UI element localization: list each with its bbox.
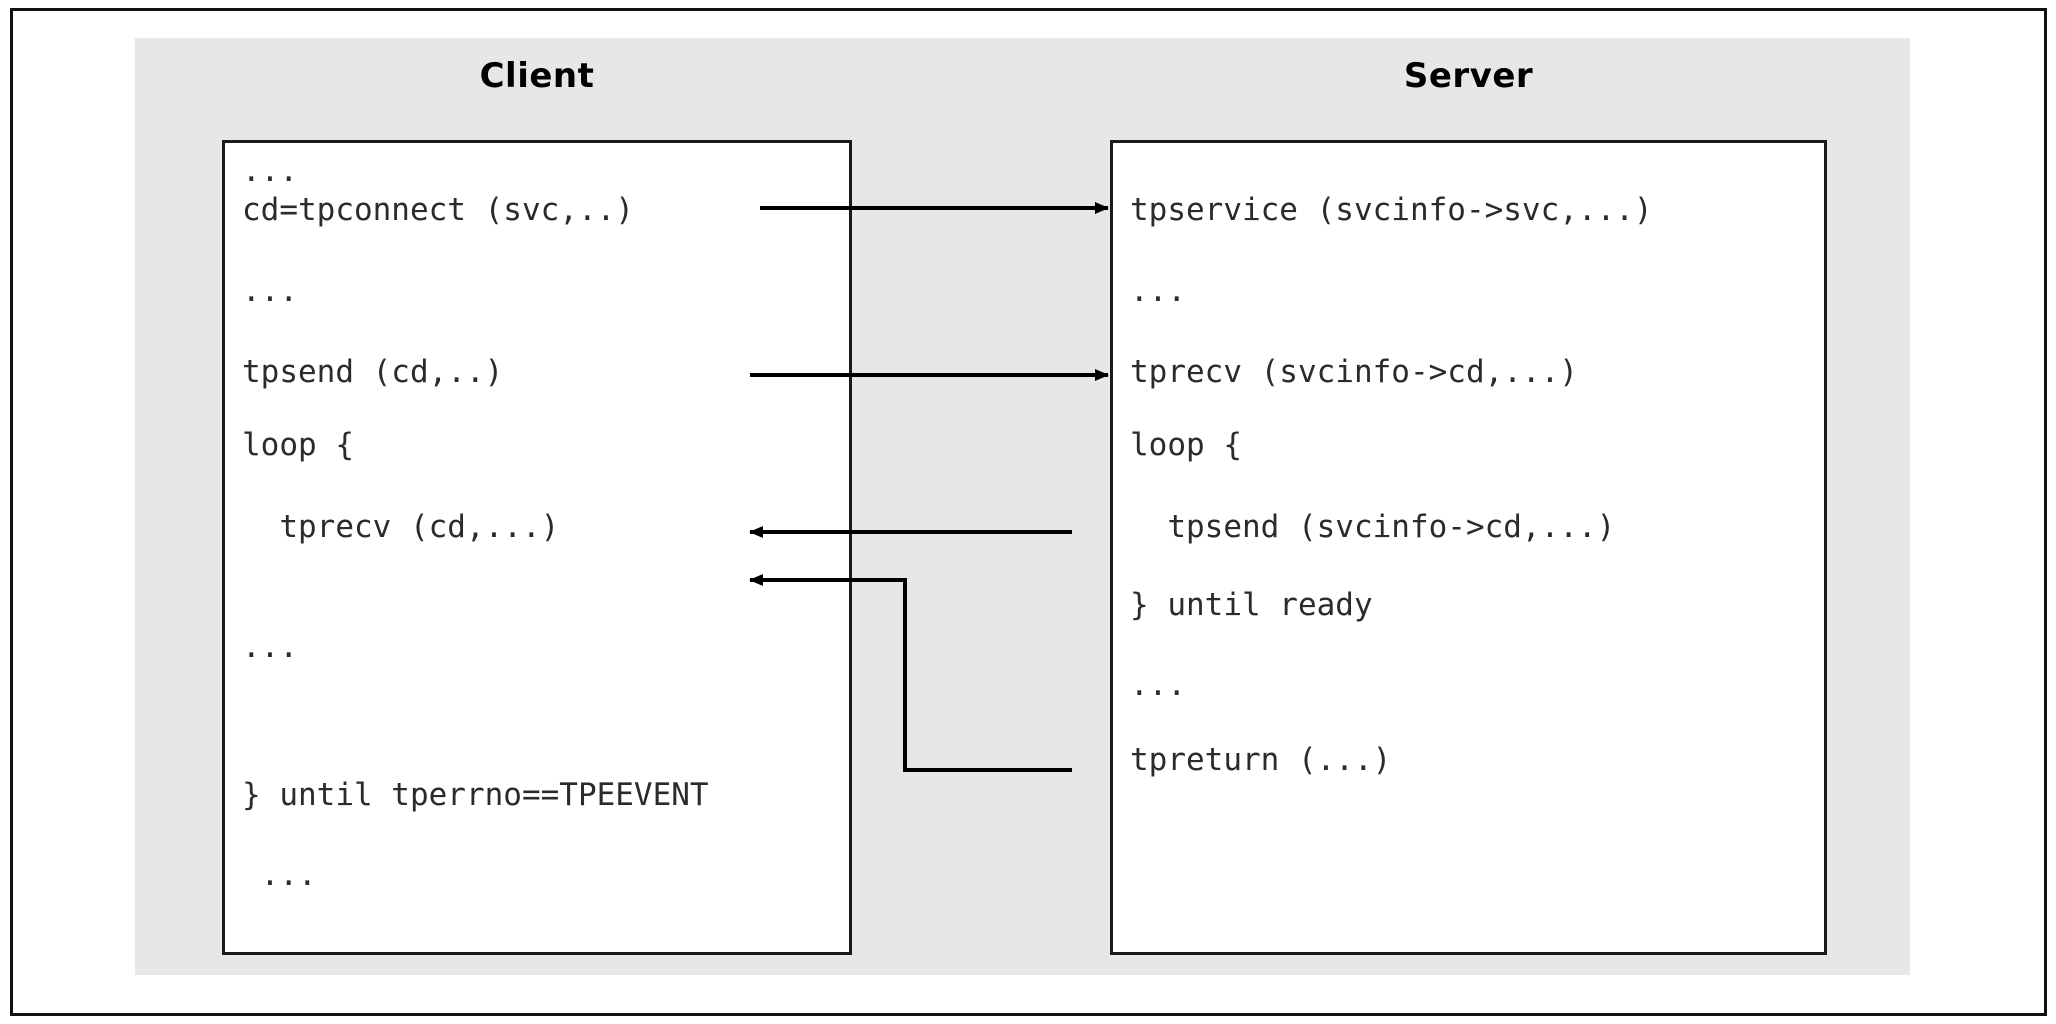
client-code-line-c4: tpsend (cd,..): [242, 354, 504, 390]
server-column-title: Server: [1403, 56, 1534, 96]
client-code-line-c9: ...: [242, 857, 317, 893]
client-code-line-c6: tprecv (cd,...): [242, 509, 560, 545]
server-code-line-s1: tpservice (svcinfo->svc,...): [1130, 192, 1653, 228]
client-code-line-c5: loop {: [242, 427, 354, 463]
client-code-line-c2: cd=tpconnect (svc,..): [242, 192, 634, 228]
client-code-line-c3: ...: [242, 273, 298, 309]
server-code-box: [1110, 140, 1827, 955]
server-code-line-s2: ...: [1130, 273, 1186, 309]
server-code-line-s7: ...: [1130, 667, 1186, 703]
client-code-line-c1: ...: [242, 153, 298, 189]
client-code-line-c8: } until tperrno==TPEEVENT: [242, 777, 709, 813]
server-code-line-s3: tprecv (svcinfo->cd,...): [1130, 354, 1578, 390]
client-code-line-c7: ...: [242, 629, 298, 665]
server-code-line-s4: loop {: [1130, 427, 1242, 463]
server-code-line-s8: tpreturn (...): [1130, 742, 1392, 778]
server-code-line-s6: } until ready: [1130, 587, 1373, 623]
client-code-box: [222, 140, 852, 955]
client-column-title: Client: [479, 56, 595, 96]
server-code-line-s5: tpsend (svcinfo->cd,...): [1130, 509, 1616, 545]
